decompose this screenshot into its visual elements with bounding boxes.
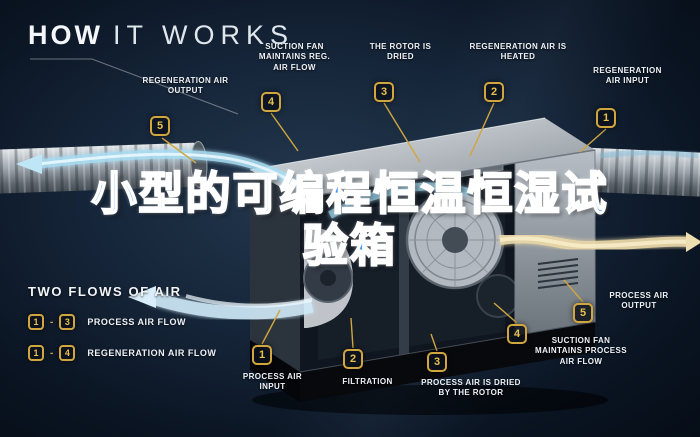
legend-badge-to-4: 4 (59, 345, 76, 361)
air-flow-streams (16, 149, 700, 320)
chinese-overlay-text: 小型的可编程恒温恒湿试 验箱 (0, 167, 700, 272)
callout-connectors (161, 102, 607, 352)
callout-suction-fan-process: SUCTION FAN MAINTAINS PROCESS AIR FLOW (535, 336, 627, 366)
step-badge-3-bottom: 3 (427, 352, 447, 372)
step-badge-5-top: 5 (150, 116, 170, 136)
callout-filtration: FILTRATION (342, 377, 393, 386)
callout-suction-fan-reg: SUCTION FAN MAINTAINS REG. AIR FLOW (258, 42, 331, 72)
step-badge-3-top: 3 (374, 82, 394, 102)
legend-dash: - (50, 316, 54, 328)
callout-regeneration-air-heated: REGENERATION AIR IS HEATED (469, 42, 567, 62)
machine-body (249, 117, 596, 402)
legend-badge-to-3: 3 (59, 314, 76, 330)
step-badge-5-bottom: 5 (573, 303, 593, 323)
overlay-line-2: 验箱 (302, 219, 397, 272)
step-badge-1-top: 1 (596, 108, 616, 128)
legend-badge-from-1: 1 (28, 314, 44, 330)
title-light: IT WORKS (112, 20, 294, 50)
step-badge-4-bottom: 4 (507, 324, 527, 344)
callout-regeneration-air-output: REGENERATION AIR OUTPUT (142, 76, 229, 96)
legend-badge-from-1b: 1 (28, 345, 44, 361)
callout-process-air-dried: PROCESS AIR IS DRIED BY THE ROTOR (421, 378, 521, 398)
callout-process-air-output: PROCESS AIR OUTPUT (609, 291, 669, 311)
outlet-grille (537, 258, 579, 289)
legend-dash: - (50, 347, 54, 359)
legend-row-regeneration: 1 - 4 REGENERATION AIR FLOW (28, 345, 216, 361)
callout-regeneration-air-input: REGENERATION AIR INPUT (593, 66, 662, 86)
legend: TWO FLOWS OF AIR 1 - 3 PROCESS AIR FLOW … (28, 284, 216, 376)
legend-label-regeneration: REGENERATION AIR FLOW (87, 348, 217, 358)
callout-rotor-dried: THE ROTOR IS DRIED (369, 42, 432, 62)
legend-heading: TWO FLOWS OF AIR (28, 284, 182, 299)
page-title: HOW IT WORKS (28, 20, 294, 51)
title-bold: HOW (28, 20, 103, 50)
step-badge-2-top: 2 (484, 82, 504, 102)
step-badge-2-bottom: 2 (343, 349, 363, 369)
step-badge-4-top: 4 (261, 92, 281, 112)
legend-row-process: 1 - 3 PROCESS AIR FLOW (28, 314, 216, 330)
legend-label-process: PROCESS AIR FLOW (87, 317, 187, 327)
overlay-line-1: 小型的可编程恒温恒湿试 (90, 167, 609, 220)
step-badge-1-bottom: 1 (252, 345, 272, 365)
callout-process-air-input: PROCESS AIR INPUT (242, 372, 303, 392)
title-leader-line (30, 58, 239, 115)
